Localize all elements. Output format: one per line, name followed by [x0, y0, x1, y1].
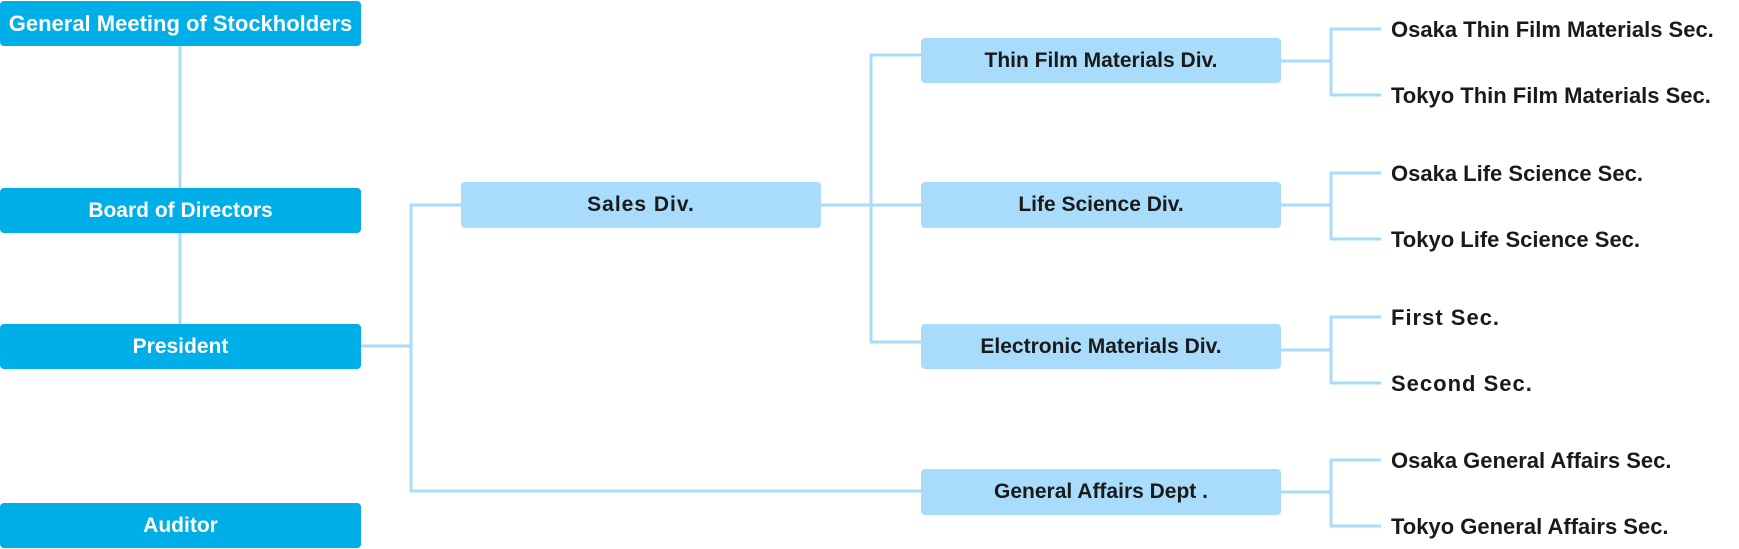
general-affairs-dept-box: General Affairs Dept . [921, 469, 1281, 515]
section-tokyo-life-science: Tokyo Life Science Sec. [1391, 227, 1641, 252]
stockholders-meeting-box: General Meeting of Stockholders [0, 1, 361, 46]
sales-div-box: Sales Div. [461, 182, 821, 228]
auditor-box: Auditor [0, 503, 361, 548]
section-osaka-life-science: Osaka Life Science Sec. [1391, 161, 1643, 186]
life-science-div-box: Life Science Div. [921, 182, 1281, 228]
thin-film-div-box: Thin Film Materials Div. [921, 38, 1281, 83]
board-of-directors-box: Board of Directors [0, 188, 361, 233]
president-box: President [0, 324, 361, 369]
section-second: Second Sec. [1391, 371, 1533, 396]
electronic-materials-div-box: Electronic Materials Div. [921, 324, 1281, 369]
section-osaka-thin-film: Osaka Thin Film Materials Sec. [1391, 17, 1714, 42]
section-osaka-general-affairs: Osaka General Affairs Sec. [1391, 448, 1672, 473]
section-first: First Sec. [1391, 305, 1501, 330]
section-tokyo-thin-film: Tokyo Thin Film Materials Sec. [1391, 83, 1711, 108]
section-tokyo-general-affairs: Tokyo General Affairs Sec. [1391, 514, 1669, 539]
